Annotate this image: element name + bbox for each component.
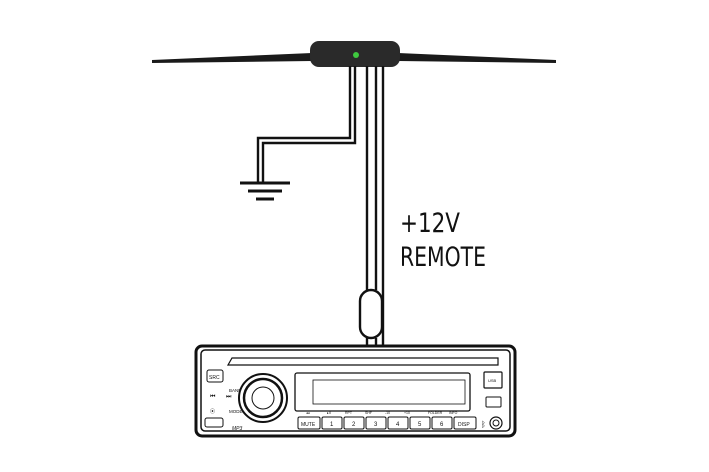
usb-label: USB [488, 378, 497, 383]
svg-text:+10: +10 [404, 411, 410, 415]
preset-key-6-label: 6 [440, 422, 444, 428]
preset-key-1 [321, 416, 343, 430]
preset-key-2-label: 2 [352, 422, 356, 428]
antenna [152, 41, 556, 67]
remote-label: REMOTE [400, 242, 486, 273]
sd-slot [485, 396, 502, 408]
mode-button-label: MODE [229, 409, 243, 414]
src-button [206, 369, 224, 383]
prev-track-icon: ⏮ [210, 394, 216, 400]
svg-text:SHF: SHF [365, 411, 372, 415]
mute-button [297, 416, 321, 430]
svg-text:◂◂: ◂◂ [306, 411, 310, 415]
svg-text:INFO: INFO [449, 411, 458, 415]
disp-button [453, 416, 477, 430]
disp-button-label: DISP [458, 422, 470, 428]
preset-key-5-label: 5 [418, 422, 422, 428]
bluetooth-icon: ᛒ [481, 420, 486, 429]
preset-key-4 [387, 416, 409, 430]
head-unit: SRC BAND MODE ⏮ ⏭ ⦿ MP3 USB SD ◂◂ ▸II RP… [194, 344, 517, 438]
display-inner [312, 379, 466, 405]
eject-button [204, 417, 224, 428]
volume-knob-center [251, 386, 275, 410]
inline-fuse-icon [358, 288, 384, 340]
aux-jack [492, 419, 500, 427]
preset-key-4-label: 4 [396, 422, 400, 428]
svg-text:FOLDER: FOLDER [428, 411, 443, 415]
usb-port [483, 371, 503, 389]
function-labels-row: ◂◂ ▸II RPT SHF -10 +10 FOLDER INFO [306, 411, 458, 415]
svg-text:RPT: RPT [345, 411, 353, 415]
mp3-logo-icon: MP3 [232, 426, 243, 432]
src-button-label: SRC [209, 375, 220, 381]
preset-key-3 [365, 416, 387, 430]
band-icon: ⦿ [210, 409, 215, 415]
antenna-rod-right [398, 53, 556, 63]
preset-key-3-label: 3 [374, 422, 378, 428]
preset-key-5 [409, 416, 431, 430]
ground-wire [256, 66, 357, 182]
disc-slot [226, 357, 499, 366]
preset-key-6 [431, 416, 453, 430]
preset-keys: MUTE 1 2 3 4 5 6 DISP [297, 416, 477, 430]
preset-key-1-label: 1 [330, 422, 334, 428]
antenna-rod-left [152, 53, 312, 63]
power-led-icon [353, 52, 359, 58]
band-button-label: BAND [229, 388, 242, 393]
svg-text:-10: -10 [385, 411, 390, 415]
preset-key-2 [343, 416, 365, 430]
ground-symbol-icon [240, 181, 290, 201]
voltage-label: +12V [400, 208, 460, 239]
svg-text:▸II: ▸II [327, 411, 331, 415]
next-track-icon: ⏭ [226, 394, 232, 400]
mute-button-label: MUTE [301, 422, 316, 428]
